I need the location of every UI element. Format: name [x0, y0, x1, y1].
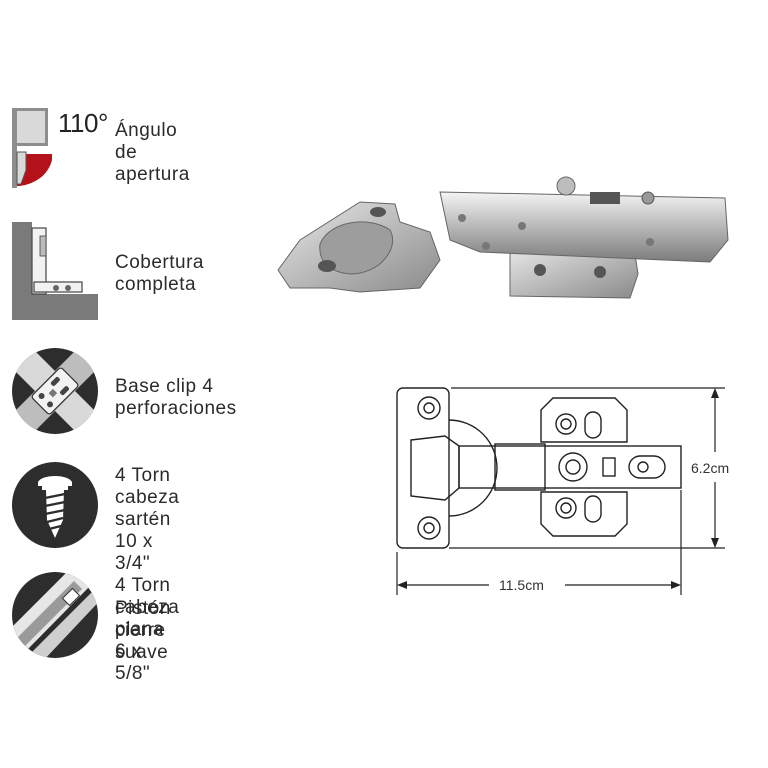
- dimension-drawing: 6.2cm 11.5cm: [396, 387, 729, 595]
- feature-label: Cobertura completa: [115, 252, 204, 295]
- opening-angle-value: 110°: [58, 108, 108, 138]
- soft-close-piston-icon: [12, 572, 98, 658]
- opening-angle-icon: [12, 108, 52, 188]
- width-dimension: 11.5cm: [499, 577, 544, 593]
- full-overlay-icon: [12, 222, 98, 320]
- screw-icon: [12, 462, 98, 548]
- feature-label: Pistón cierre suave: [115, 598, 171, 663]
- feature-label: 4 Torn cabeza sartén 10 x 3/4" 4 Torn ca…: [115, 465, 180, 684]
- feature-label: Base clip 4 perforaciones: [115, 376, 237, 419]
- height-dimension: 6.2cm: [691, 460, 729, 476]
- clip-base-icon: [12, 348, 98, 434]
- hinge-photo: [277, 176, 729, 299]
- feature-label: Ángulo de apertura: [115, 120, 190, 185]
